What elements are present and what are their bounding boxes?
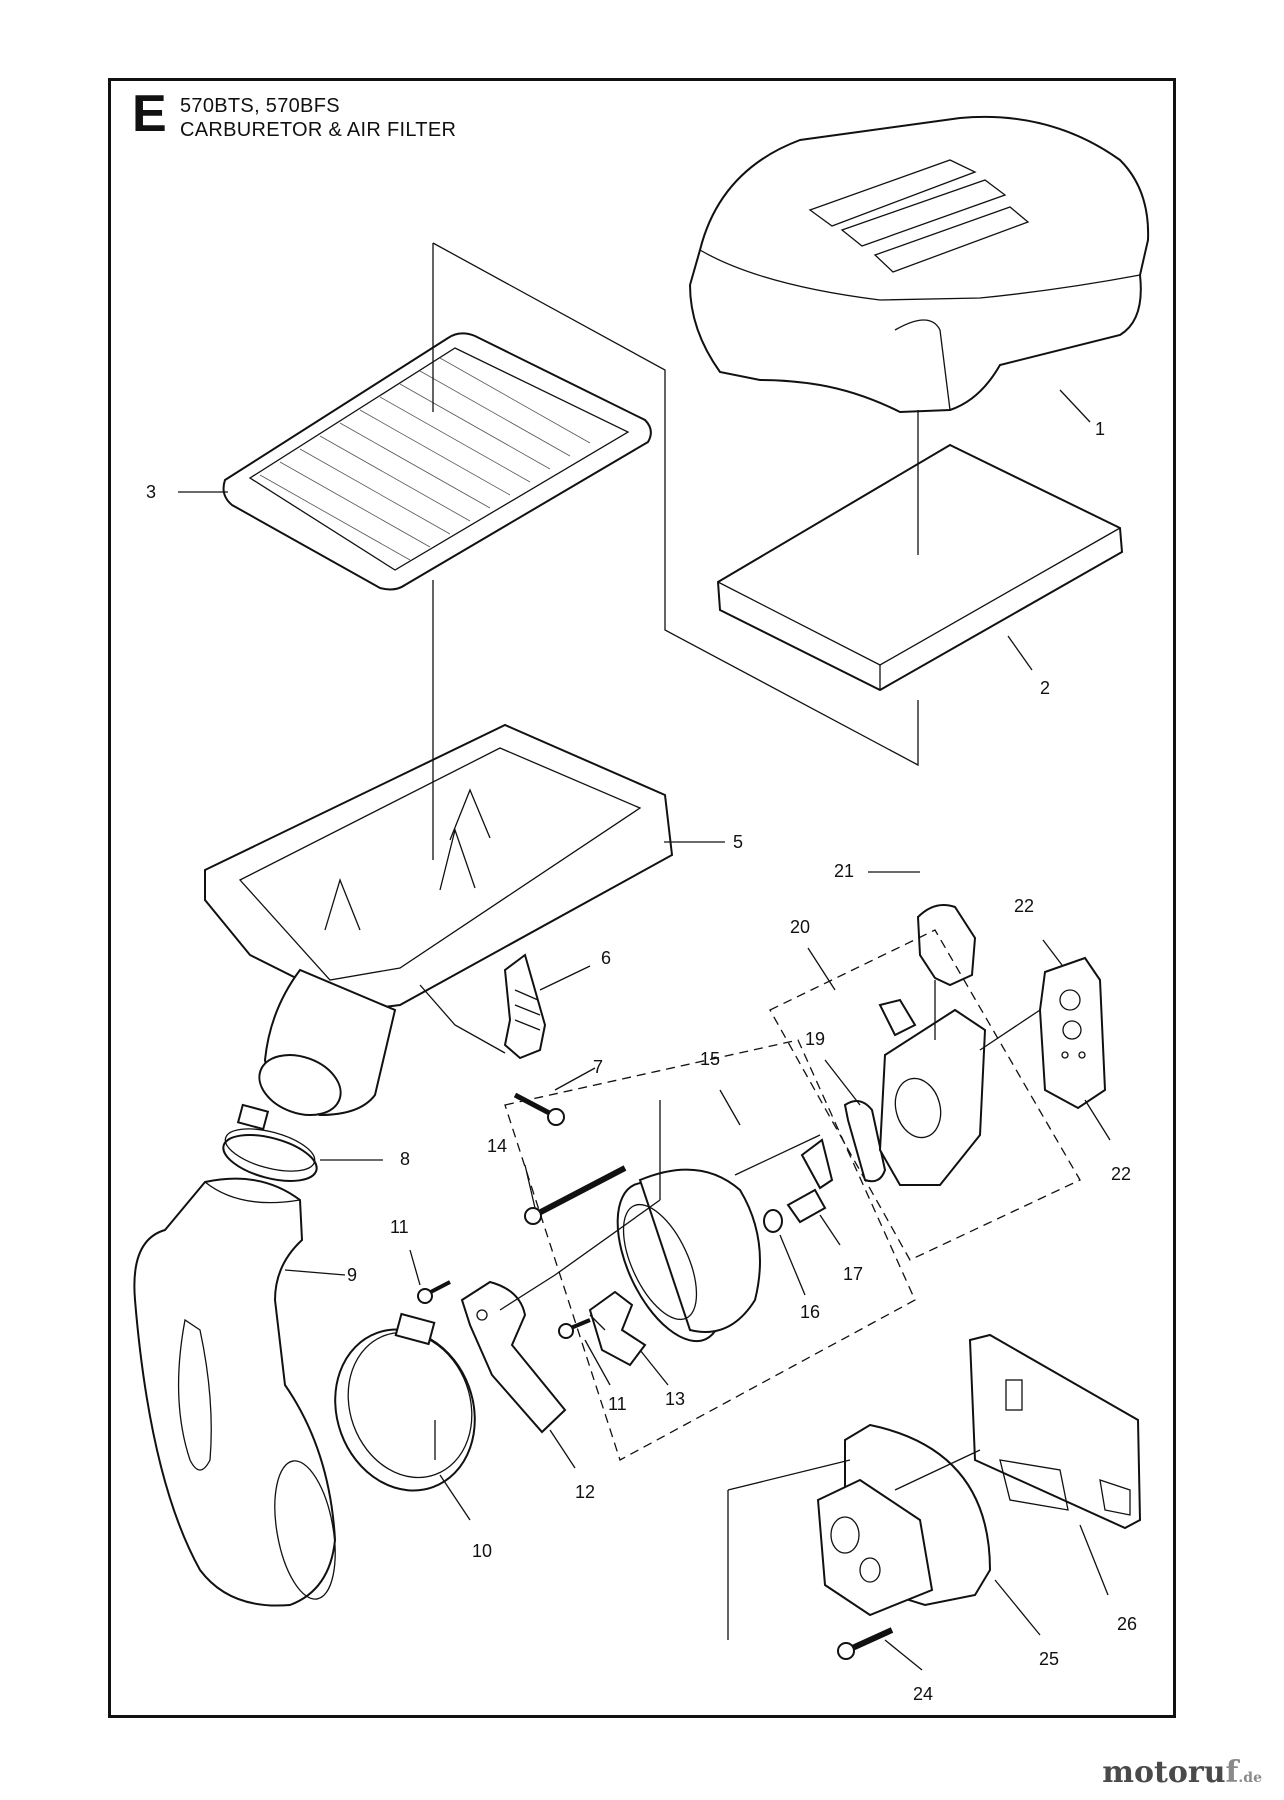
callout-labels: 1 2 3 5 6 7 8 9 10 11 11 12 13 14 15 16 … <box>146 419 1137 1704</box>
callout-14: 14 <box>487 1136 507 1156</box>
part-spacer <box>616 1168 761 1343</box>
callout-13: 13 <box>665 1389 685 1409</box>
part-long-bolt <box>524 1165 627 1225</box>
section-letter: E <box>132 85 167 143</box>
callout-15: 15 <box>700 1049 720 1069</box>
callout-10: 10 <box>472 1541 492 1561</box>
part-bracket <box>460 1280 567 1434</box>
callout-26: 26 <box>1117 1614 1137 1634</box>
part-carburettor <box>878 998 987 1186</box>
callout-5: 5 <box>733 832 743 852</box>
callout-11b: 11 <box>608 1394 627 1414</box>
callout-6: 6 <box>601 948 611 968</box>
part-clip <box>503 953 547 1060</box>
part-large-clamp <box>334 1312 476 1492</box>
part-screw-11b <box>558 1318 591 1339</box>
callout-11a: 11 <box>390 1217 409 1237</box>
callout-22b: 22 <box>1111 1164 1131 1184</box>
callout-20: 20 <box>790 917 810 937</box>
part-gasket-ring <box>843 1100 887 1183</box>
part-intake-manifold <box>816 1478 934 1617</box>
diagram-frame <box>108 78 1176 1718</box>
callout-3: 3 <box>146 482 156 502</box>
part-fitting <box>786 1138 834 1224</box>
part-air-filter-element <box>222 332 652 591</box>
part-cap <box>916 904 977 987</box>
callout-19: 19 <box>805 1029 825 1049</box>
part-choke-lever <box>588 1290 647 1367</box>
group-outline-20 <box>769 929 1081 1261</box>
part-screw-7 <box>513 1092 565 1126</box>
callout-1: 1 <box>1095 419 1105 439</box>
part-filter-pad <box>716 443 1124 692</box>
callout-21: 21 <box>834 861 854 881</box>
model-numbers: 570BTS, 570BFS <box>180 95 340 117</box>
callout-12: 12 <box>575 1482 595 1502</box>
leader-lines <box>178 389 1111 1671</box>
part-manifold-gasket <box>968 1333 1142 1530</box>
callout-16: 16 <box>800 1302 820 1322</box>
page-title: CARBURETOR & AIR FILTER <box>180 119 457 141</box>
part-hose-clamp <box>222 1103 318 1182</box>
part-o-ring <box>763 1209 783 1233</box>
part-carb-gasket <box>1038 956 1107 1110</box>
callout-24: 24 <box>913 1684 933 1704</box>
part-air-filter-cover <box>688 115 1150 414</box>
callout-2: 2 <box>1040 678 1050 698</box>
group-outline-15 <box>504 1039 916 1461</box>
title-block: 570BTS, 570BFS CARBURETOR & AIR FILTER <box>180 94 456 142</box>
watermark-tld: .de <box>1238 1770 1262 1786</box>
part-screw-11a <box>417 1280 451 1304</box>
callout-22a: 22 <box>1014 896 1034 916</box>
callout-7: 7 <box>593 1057 603 1077</box>
part-intake-elbow <box>133 1177 337 1607</box>
callout-9: 9 <box>347 1265 357 1285</box>
watermark-main: motoru <box>1102 1755 1226 1790</box>
callout-17: 17 <box>843 1264 863 1284</box>
connection-lines <box>419 242 1041 1640</box>
watermark-accent: f <box>1225 1755 1239 1790</box>
part-screw-24 <box>837 1627 894 1660</box>
watermark: motoruf.de <box>1102 1755 1262 1790</box>
callout-25: 25 <box>1039 1649 1059 1669</box>
callout-8: 8 <box>400 1149 410 1169</box>
part-filter-housing <box>204 723 674 1117</box>
